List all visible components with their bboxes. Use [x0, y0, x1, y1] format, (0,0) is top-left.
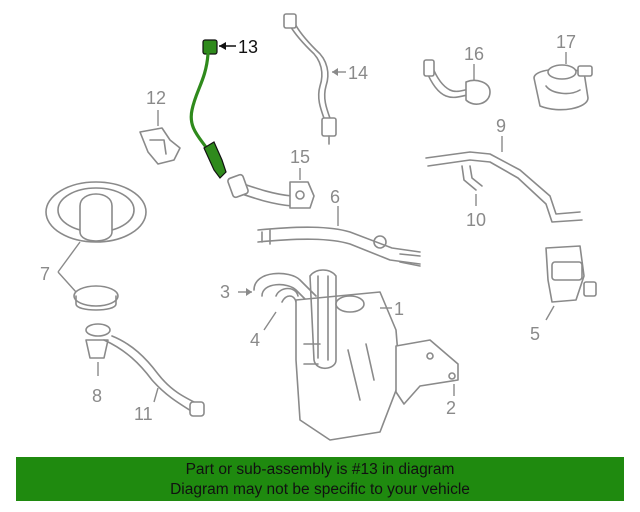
- callout-3: 3: [220, 282, 252, 302]
- parts-diagram: 13 14 15 16: [40, 13, 597, 441]
- banner-line-part-number: Part or sub-assembly is #13 in diagram: [185, 461, 455, 478]
- callout-4: 4: [250, 311, 277, 350]
- callout-9: 9: [496, 116, 506, 152]
- callout-label-14: 14: [348, 63, 368, 83]
- part-11-hose[interactable]: [103, 335, 205, 417]
- part-14-oxygen-sensor[interactable]: [283, 13, 337, 145]
- callout-label-12: 12: [146, 88, 166, 108]
- part-4-hose[interactable]: [275, 287, 299, 303]
- callout-7: 7: [40, 241, 81, 293]
- callout-label-1: 1: [394, 299, 404, 319]
- part-5-valve[interactable]: [545, 245, 597, 303]
- callout-15: 15: [290, 147, 310, 180]
- callout-2: 2: [446, 384, 456, 418]
- callout-6: 6: [330, 187, 340, 226]
- banner-line-disclaimer: Diagram may not be specific to your vehi…: [170, 481, 470, 498]
- part-6-hose[interactable]: [257, 226, 421, 267]
- part-12-bracket[interactable]: [139, 127, 181, 165]
- part-2-bracket[interactable]: [395, 339, 459, 405]
- part-17-valve[interactable]: [533, 64, 593, 111]
- callout-label-8: 8: [92, 386, 102, 406]
- callout-16: 16: [464, 44, 484, 80]
- callout-label-3: 3: [220, 282, 230, 302]
- callout-label-9: 9: [496, 116, 506, 136]
- callout-label-5: 5: [530, 324, 540, 344]
- part-1-canister[interactable]: [295, 269, 401, 441]
- callout-label-7: 7: [40, 264, 50, 284]
- part-9-tube[interactable]: [425, 151, 583, 223]
- callout-label-6: 6: [330, 187, 340, 207]
- callout-14: 14: [332, 63, 368, 83]
- part-10-tube[interactable]: [461, 165, 483, 191]
- callout-label-2: 2: [446, 398, 456, 418]
- part-7-flange[interactable]: [45, 181, 147, 311]
- callout-1: 1: [380, 299, 404, 319]
- part-15-pipe[interactable]: [227, 173, 315, 209]
- callout-label-13: 13: [238, 37, 258, 57]
- callout-label-4: 4: [250, 330, 260, 350]
- callout-8: 8: [92, 362, 102, 406]
- callout-5: 5: [530, 305, 555, 344]
- callout-12: 12: [146, 88, 166, 126]
- callout-label-16: 16: [464, 44, 484, 64]
- callout-17: 17: [556, 32, 576, 64]
- callout-11: 11: [134, 387, 159, 424]
- part-13-oxygen-sensor[interactable]: [189, 39, 227, 179]
- callout-10: 10: [466, 194, 486, 230]
- callout-label-11: 11: [134, 404, 153, 424]
- part-16-connector[interactable]: [423, 59, 491, 105]
- callout-label-10: 10: [466, 210, 486, 230]
- info-banner: Part or sub-assembly is #13 in diagram D…: [16, 457, 624, 501]
- callout-13: 13: [219, 37, 258, 57]
- callout-label-15: 15: [290, 147, 310, 167]
- part-3-hose[interactable]: [253, 272, 317, 305]
- callout-label-17: 17: [556, 32, 576, 52]
- part-8-sensor[interactable]: [85, 323, 111, 359]
